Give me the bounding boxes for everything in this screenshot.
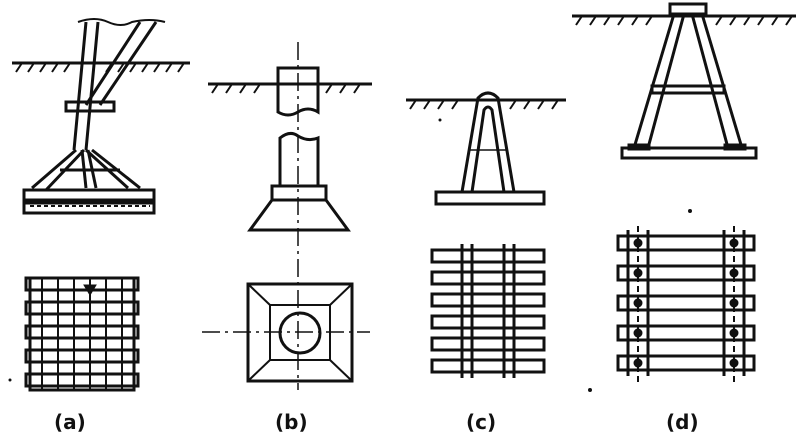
panel-b-ground xyxy=(208,82,372,94)
panel-d: (d) xyxy=(572,2,796,434)
panel-a-break-line xyxy=(77,18,166,26)
panel-b-label: (b) xyxy=(275,410,308,434)
panel-c-a-frame xyxy=(460,91,516,193)
panel-d-plan-grillage xyxy=(616,226,756,386)
scan-speckles xyxy=(8,118,692,392)
panel-b-column-upper xyxy=(276,66,320,117)
panel-a-legs xyxy=(31,148,141,192)
panel-d-label: (d) xyxy=(666,410,699,434)
panel-a-tie-plate xyxy=(64,100,116,113)
panel-a-label: (a) xyxy=(54,410,86,434)
panel-a-ground xyxy=(12,61,190,73)
panel-a: (a) xyxy=(12,18,190,434)
panel-c: (c) xyxy=(406,91,566,434)
panel-d-base xyxy=(620,143,758,160)
panel-a-plan-grillage xyxy=(24,276,140,392)
panel-c-plan-grillage xyxy=(430,244,546,378)
panel-d-cap xyxy=(668,2,708,16)
panel-d-a-frame xyxy=(632,13,744,149)
panel-a-grillage-base xyxy=(22,188,156,215)
panel-b-collar xyxy=(270,184,328,202)
panel-b: (b) xyxy=(202,42,372,434)
panel-c-label: (c) xyxy=(466,410,496,434)
panel-a-brace xyxy=(84,21,158,106)
panel-a-column xyxy=(72,21,100,151)
panel-b-plan-footing xyxy=(202,282,370,383)
panel-c-ground xyxy=(406,98,566,110)
panel-b-footing xyxy=(247,198,351,232)
panel-b-column-lower xyxy=(278,131,320,188)
panel-c-base-sill xyxy=(434,190,546,206)
